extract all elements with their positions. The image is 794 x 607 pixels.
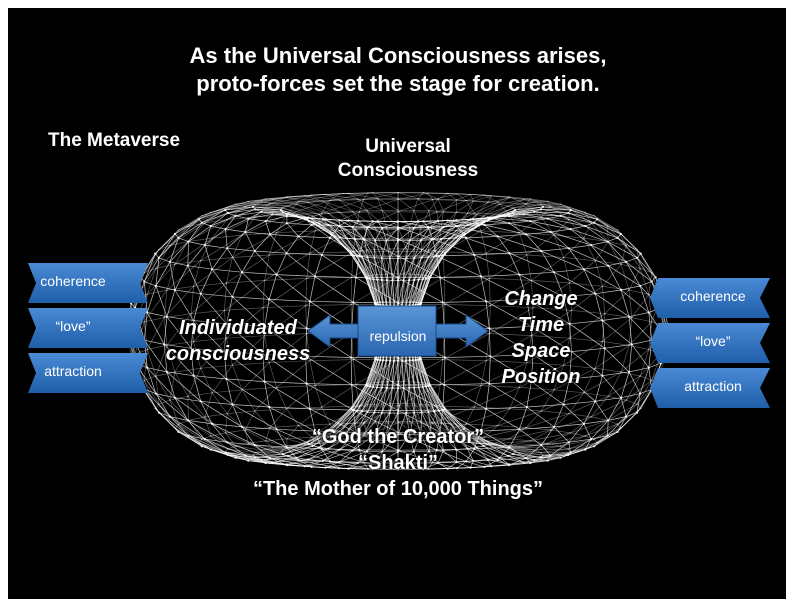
universal-consciousness-line-2: Consciousness (337, 160, 479, 181)
left-chevron-love: “love” (55, 318, 91, 334)
position-label: Position (501, 366, 581, 388)
time-label: Time (517, 314, 565, 336)
right-chevrons (650, 278, 770, 408)
right-chevron-love: “love” (695, 333, 731, 349)
repulsion-arrow (307, 305, 489, 357)
right-chevron-attraction: attraction (684, 378, 742, 394)
torus-wireframe (126, 191, 669, 471)
individuated-line-1: Individuated (179, 317, 297, 339)
mother-label: “The Mother of 10,000 Things” (252, 478, 544, 500)
change-label: Change (504, 288, 578, 310)
left-chevrons (28, 263, 148, 393)
title-line-2: proto-forces set the stage for creation. (196, 71, 600, 96)
left-chevron-attraction: attraction (44, 363, 102, 379)
individuated-line-2: consciousness (165, 343, 311, 365)
god-the-creator-label: “God the Creator” (311, 426, 485, 448)
torus-mesh (28, 191, 770, 471)
repulsion-label: repulsion (369, 328, 427, 344)
title-line-1: As the Universal Consciousness arises, (189, 43, 607, 68)
left-chevron-coherence: coherence (40, 273, 106, 289)
universal-consciousness-line-1: Universal (365, 136, 451, 157)
diagram-slide: As the Universal Consciousness arises, p… (8, 8, 786, 599)
metaverse-label: The Metaverse (48, 130, 181, 151)
shakti-label: “Shakti” (357, 452, 439, 474)
right-chevron-coherence: coherence (680, 288, 746, 304)
space-label: Space (511, 340, 571, 362)
